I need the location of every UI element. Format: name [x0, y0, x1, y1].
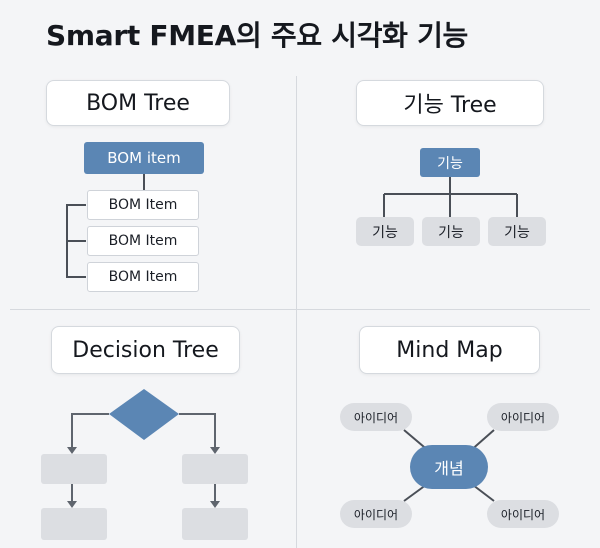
function-tree-title: 기능 Tree	[356, 80, 544, 126]
bom-tree-title: BOM Tree	[46, 80, 230, 126]
decision-tree-title: Decision Tree	[51, 326, 240, 374]
decision-outcome-box-left-lower	[41, 508, 107, 540]
decision-left-arrow	[67, 447, 77, 454]
vertical-divider	[296, 76, 297, 548]
mindmap-center-node: 개념	[410, 445, 488, 489]
decision-right-arrow	[210, 447, 220, 454]
page-title: Smart FMEA의 주요 시각화 기능	[46, 19, 468, 52]
function-child-node: 기능	[356, 217, 414, 246]
decision-right-lower-arrow	[210, 501, 220, 508]
bom-root-node: BOM item	[84, 142, 204, 174]
horizontal-divider	[10, 309, 590, 310]
bom-child-node: BOM Item	[87, 190, 199, 220]
mindmap-idea-node: 아이디어	[487, 500, 559, 528]
mindmap-idea-node: 아이디어	[340, 403, 412, 431]
function-child-node: 기능	[422, 217, 480, 246]
mind-map-title: Mind Map	[359, 326, 540, 374]
function-root-node: 기능	[420, 148, 480, 177]
decision-left-lower-arrow	[67, 501, 77, 508]
decision-left-branch	[71, 413, 109, 447]
decision-outcome-box-right-lower	[182, 508, 248, 540]
decision-outcome-box-left	[41, 454, 107, 484]
decision-right-branch	[179, 413, 216, 447]
mindmap-idea-node: 아이디어	[340, 500, 412, 528]
decision-outcome-box-right	[182, 454, 248, 484]
decision-diamond	[109, 389, 179, 440]
mindmap-idea-node: 아이디어	[487, 403, 559, 431]
function-child-node: 기능	[488, 217, 546, 246]
bom-child-node: BOM Item	[87, 262, 199, 292]
bom-child-node: BOM Item	[87, 226, 199, 256]
